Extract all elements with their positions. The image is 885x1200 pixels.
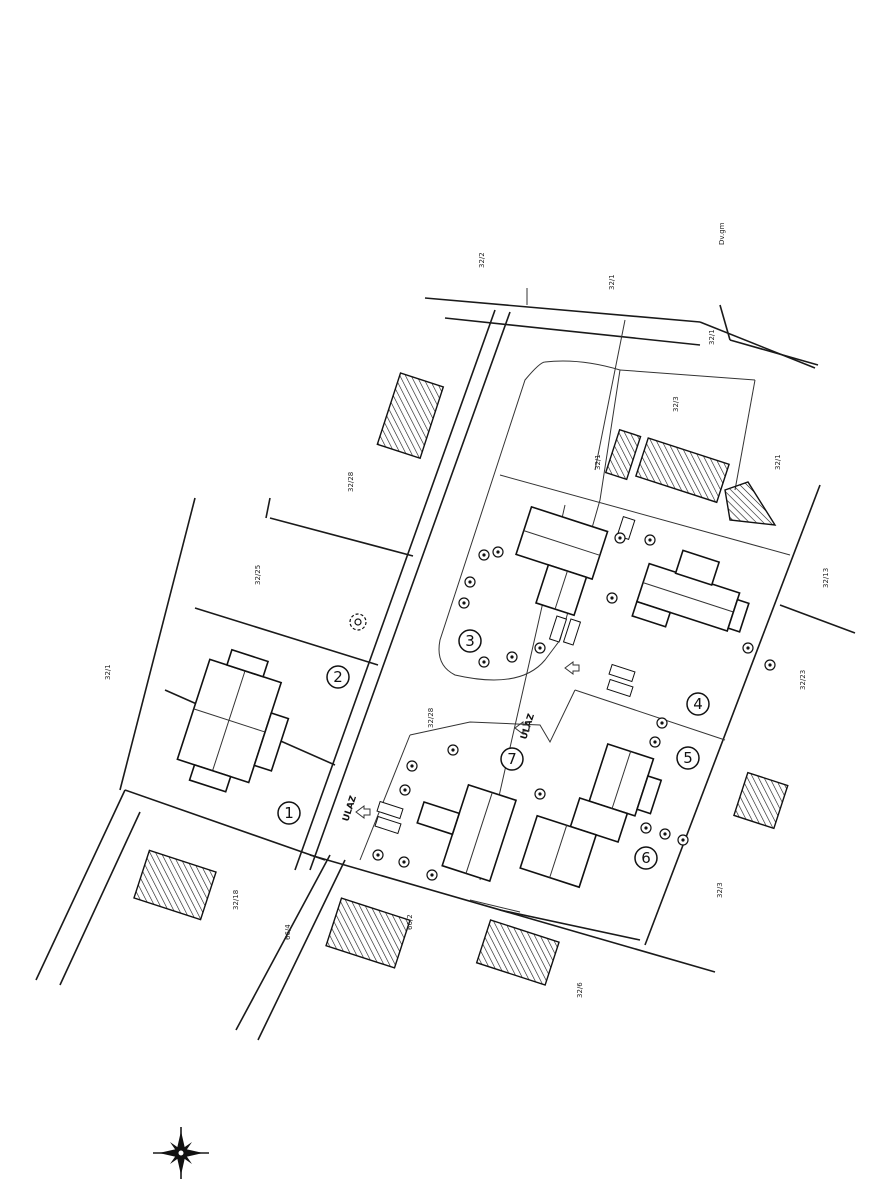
parcel-label: 66/4 (284, 924, 292, 940)
courtyards (359, 360, 756, 861)
parcel-label: 32/1 (594, 454, 602, 470)
tree-trunk (462, 601, 466, 605)
tree-trunk (648, 538, 652, 542)
tree-trunk (768, 663, 772, 667)
tree-trunk (402, 860, 406, 864)
parcel-label: 32/6 (576, 982, 584, 998)
lot-number-4: 4 (693, 695, 703, 713)
house-lot-2 (176, 648, 290, 793)
lot-circle-6 (634, 846, 658, 870)
parcel-label: Dv.gm (718, 222, 726, 245)
entrance-arrow-north-icon (514, 721, 530, 735)
parcel-label: 32/1 (608, 274, 616, 290)
lot-number-1: 1 (284, 804, 294, 822)
lot-number-6: 6 (641, 849, 651, 867)
tree-trunk (663, 832, 667, 836)
neighbour-buildings (133, 372, 789, 986)
parcel-label: 32/3 (672, 396, 680, 412)
lot-number-2: 2 (333, 668, 343, 686)
tree-trunk (410, 764, 414, 768)
parcel-label: 66/2 (406, 914, 414, 930)
entrances: ULAZ ULAZ (341, 661, 580, 823)
tree-trunk (482, 553, 486, 557)
tree-trunk (660, 721, 664, 725)
tree-trunk (451, 748, 455, 752)
tree-trunk (653, 740, 657, 744)
lot-circle-2 (326, 665, 350, 689)
tree-trunk (618, 536, 622, 540)
parcel-label: 32/18 (232, 890, 240, 910)
lot-number-3: 3 (465, 632, 475, 650)
lot-circle-4 (686, 692, 710, 716)
tree-trunk (403, 788, 407, 792)
ornamental-tree-icon (349, 613, 367, 631)
parcel-label: 32/25 (254, 565, 262, 585)
lot-circle-3 (458, 629, 482, 653)
lot-number-7: 7 (507, 750, 517, 768)
tree-trunk (610, 596, 614, 600)
parcel-label: 32/2 (478, 252, 486, 268)
north-arrow-icon (153, 1127, 209, 1179)
tree-trunk (538, 792, 542, 796)
tree-trunk (496, 550, 500, 554)
parcel-label: 32/1 (708, 329, 716, 345)
tree-trunk (746, 646, 750, 650)
tree-trunk (430, 873, 434, 877)
entrance-arrow-west-icon (355, 805, 371, 819)
parcel-label: 32/28 (427, 708, 435, 728)
tree-trunk (644, 826, 648, 830)
parcel-label: 32/3 (716, 882, 724, 898)
tree-trunk (510, 655, 514, 659)
parcel-label: 32/1 (774, 454, 782, 470)
entrance-arrow-courtyard-icon (564, 661, 580, 675)
lot-number-5: 5 (683, 749, 693, 767)
trees (372, 532, 776, 881)
parcel-label: 32/13 (822, 568, 830, 588)
tree-trunk (681, 838, 685, 842)
parcel-labels: 32/2 32/1 32/1 Dv.gm 32/1 32/3 32/28 32/… (104, 222, 830, 998)
parcel-label: 32/1 (104, 664, 112, 680)
tree-trunk (538, 646, 542, 650)
lot-circle-5 (676, 746, 700, 770)
house-lot-7 (416, 783, 518, 883)
tree-trunk (376, 853, 380, 857)
house-lot-5-6 (519, 743, 663, 889)
lot-circle-1 (277, 801, 301, 825)
entrance-label-west: ULAZ (341, 794, 359, 823)
house-lot-3 (515, 505, 609, 617)
house-lot-4 (631, 549, 750, 633)
tree-trunk (482, 660, 486, 664)
lot-markers: 1 2 3 4 5 6 7 (277, 629, 710, 870)
planned-buildings (176, 505, 750, 889)
lot-circle-7 (500, 747, 524, 771)
parcel-label: 32/23 (799, 670, 807, 690)
road-network (35, 288, 856, 1041)
tree-trunk (468, 580, 472, 584)
entrance-label-north: ULAZ (519, 712, 537, 741)
parcel-label: 32/28 (347, 472, 355, 492)
